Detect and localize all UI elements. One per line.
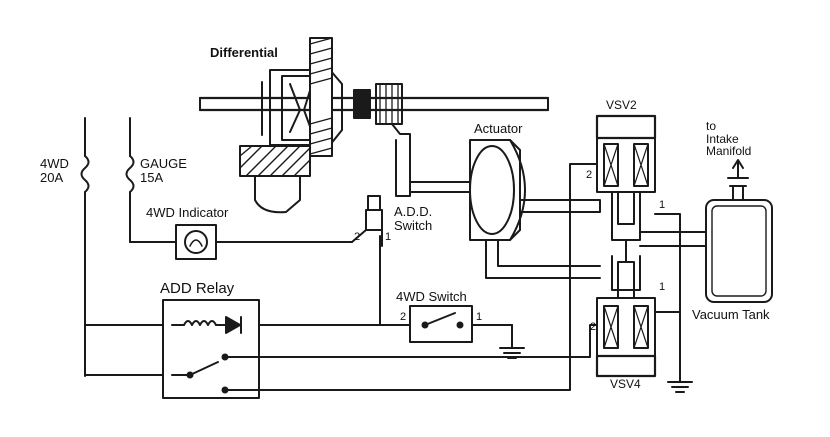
four-wd-switch-pin-2: 2 xyxy=(400,311,407,323)
four-wd-switch-label: 4WD Switch xyxy=(396,289,467,304)
add-switch-pin-2: 2 xyxy=(354,231,361,243)
vacuum-tank xyxy=(705,159,773,303)
pinion-block xyxy=(239,145,311,214)
four-wd-switch-pin-1: 1 xyxy=(476,311,483,323)
fuse-gauge xyxy=(125,117,177,243)
differential-label: Differential xyxy=(210,45,278,60)
fuse-4wd-label: 4WD 20A xyxy=(40,156,69,185)
actuator-label: Actuator xyxy=(474,121,523,136)
add-switch xyxy=(351,195,383,326)
differential-assembly xyxy=(198,37,550,214)
ring-gear xyxy=(309,37,333,157)
add-switch-label: A.D.D. Switch xyxy=(394,204,433,233)
intake-manifold-label: to Intake Manifold xyxy=(706,119,752,159)
indicator-label: 4WD Indicator xyxy=(146,205,229,220)
vacuum-tank-label: Vacuum Tank xyxy=(692,307,770,322)
fuse-4wd xyxy=(80,117,90,377)
actuator xyxy=(409,139,601,279)
vsv2-valve xyxy=(595,114,657,241)
wiring xyxy=(84,163,693,393)
vsv2-label: VSV2 xyxy=(606,98,637,112)
indicator-lamp xyxy=(175,224,353,260)
vsv4-pin-1: 1 xyxy=(659,281,666,293)
vsv2-pin-1: 1 xyxy=(659,199,666,211)
vsv4-label: VSV4 xyxy=(610,377,641,391)
vsv4-valve xyxy=(595,255,657,378)
add-switch-pin-1: 1 xyxy=(385,231,392,243)
vsv2-pin-2: 2 xyxy=(586,169,593,181)
add-relay xyxy=(162,299,260,399)
four-wd-switch xyxy=(409,305,525,359)
add-relay-label: ADD Relay xyxy=(160,280,235,297)
fuse-gauge-label: GAUGE 15A xyxy=(140,156,187,185)
vsv4-pin-2: 2 xyxy=(590,321,597,333)
